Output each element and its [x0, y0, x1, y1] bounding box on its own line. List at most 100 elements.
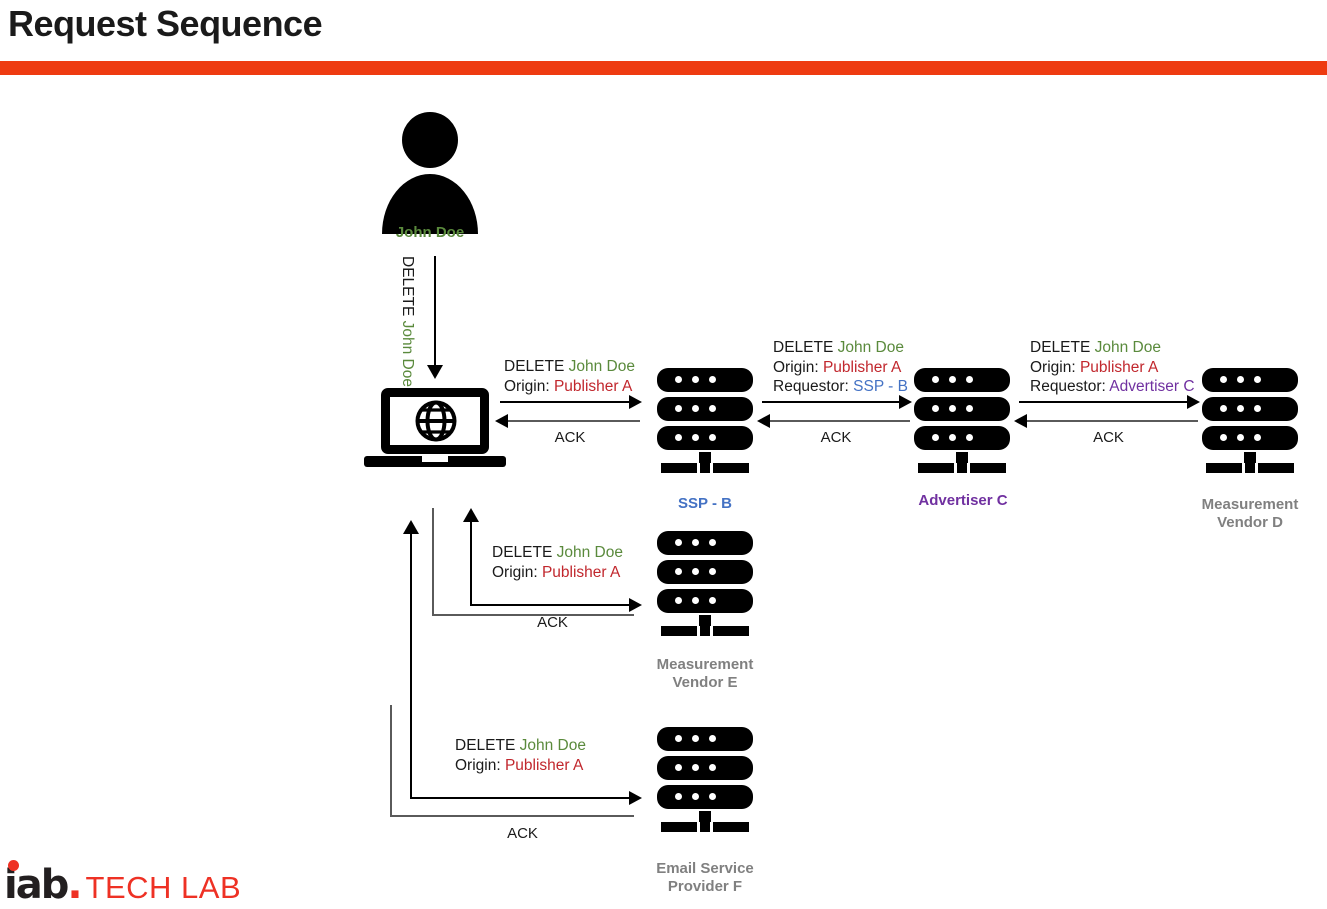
- server-bay-icon: [914, 368, 1010, 392]
- node-john-doe: [382, 112, 478, 240]
- arrow-vendor-d-ack-head: [1014, 414, 1027, 428]
- server-base-icon: [957, 463, 967, 473]
- message-subject: John Doe: [556, 544, 623, 561]
- title-underline-bar: [0, 61, 1327, 75]
- message-origin-value: Publisher A: [822, 358, 902, 376]
- ack-label-advertiser: ACK: [820, 429, 852, 446]
- arrow-user-to-laptop-line: [434, 256, 436, 366]
- server-base-icon: [1245, 463, 1255, 473]
- server-base-icon: [661, 463, 697, 473]
- server-bay-icon: [1202, 426, 1298, 450]
- message-verb: DELETE: [773, 339, 834, 356]
- server-base-icon: [970, 463, 1006, 473]
- arrow-ssp-ack-line: [500, 420, 640, 422]
- message-requestor-value: Advertiser C: [1109, 378, 1195, 395]
- arrow-vendor-e-request-arrowhead: [629, 598, 642, 612]
- message-origin-value: Publisher A: [1079, 358, 1159, 376]
- server-bay-icon: [657, 589, 753, 613]
- server-base-icon: [661, 822, 697, 832]
- arrow-esp-f-request-head: [403, 520, 419, 534]
- server-base-icon: [661, 626, 697, 636]
- arrow-esp-f-ack-line: [390, 815, 634, 817]
- server-bay-icon: [657, 531, 753, 555]
- laptop-notch-icon: [422, 456, 448, 462]
- node-advertiser-c: [914, 368, 1010, 476]
- server-base-icon: [713, 626, 749, 636]
- message-ssp-to-advertiser: DELETE John Doe Origin: Publisher A Requ…: [773, 338, 908, 397]
- server-bay-icon: [657, 560, 753, 584]
- server-bay-icon: [1202, 368, 1298, 392]
- ack-label-esp-f: ACK: [507, 825, 538, 842]
- message-verb: DELETE: [399, 256, 416, 317]
- arrow-esp-f-ack-vline: [390, 705, 392, 816]
- server-bay-icon: [657, 397, 753, 421]
- arrow-advertiser-ack-line: [762, 420, 910, 422]
- arrow-ssp-to-advertiser-head: [899, 395, 912, 409]
- server-stand-icon: [699, 811, 711, 822]
- server-bay-icon: [657, 368, 753, 392]
- server-stand-icon: [1244, 452, 1256, 463]
- message-origin-key: Origin:: [773, 358, 819, 376]
- message-laptop-to-ssp: DELETE John Doe Origin: Publisher A: [504, 357, 635, 396]
- message-verb: DELETE: [1030, 339, 1091, 356]
- arrow-advertiser-to-vendor-d-head: [1187, 395, 1200, 409]
- node-label-esp-f: Email Service Provider F: [656, 860, 754, 895]
- message-verb: DELETE: [492, 544, 553, 561]
- page-title: Request Sequence: [8, 3, 323, 44]
- message-advertiser-to-vendor-d: DELETE John Doe Origin: Publisher A Requ…: [1030, 338, 1195, 397]
- message-user-to-laptop: DELETE John Doe: [398, 256, 416, 387]
- message-subject: John Doe: [399, 320, 416, 387]
- arrow-vendor-e-request-head: [463, 508, 479, 522]
- arrow-ssp-ack-head: [495, 414, 508, 428]
- node-laptop: [362, 388, 508, 472]
- message-origin-value: Publisher A: [553, 377, 633, 395]
- node-vendor-e: [657, 531, 753, 639]
- message-origin-key: Origin:: [455, 756, 501, 774]
- message-requestor-key: Requestor:: [1030, 378, 1106, 395]
- server-bay-icon: [657, 426, 753, 450]
- arrow-user-to-laptop-head: [427, 365, 443, 379]
- message-laptop-to-vendor-e: DELETE John Doe Origin: Publisher A: [492, 543, 623, 582]
- arrow-esp-f-request-arrowhead: [629, 791, 642, 805]
- message-requestor-key: Requestor:: [773, 378, 849, 395]
- person-head-icon: [402, 112, 458, 168]
- arrow-advertiser-to-vendor-d-line: [1019, 401, 1188, 403]
- logo-tech-lab-text: TECH LAB: [85, 870, 242, 905]
- server-stand-icon: [699, 452, 711, 463]
- server-bay-icon: [657, 785, 753, 809]
- server-stand-icon: [699, 615, 711, 626]
- logo-iab-text: iab: [4, 860, 69, 908]
- message-subject: John Doe: [1094, 339, 1161, 356]
- message-subject: John Doe: [568, 358, 635, 375]
- message-requestor-value: SSP - B: [853, 378, 908, 395]
- arrow-advertiser-ack-head: [757, 414, 770, 428]
- message-subject: John Doe: [837, 339, 904, 356]
- server-base-icon: [700, 463, 710, 473]
- arrow-vendor-e-request-vline: [470, 522, 472, 606]
- server-stand-icon: [956, 452, 968, 463]
- arrow-vendor-e-request-line: [470, 604, 630, 606]
- node-ssp-b: [657, 368, 753, 476]
- message-laptop-to-esp-f: DELETE John Doe Origin: Publisher A: [455, 736, 586, 775]
- server-bay-icon: [1202, 397, 1298, 421]
- node-label-vendor-e: Measurement Vendor E: [656, 656, 754, 691]
- server-base-icon: [700, 822, 710, 832]
- arrow-esp-f-request-vline: [410, 534, 412, 798]
- ack-label-ssp: ACK: [554, 429, 586, 446]
- arrow-laptop-to-ssp-head: [629, 395, 642, 409]
- server-base-icon: [1206, 463, 1242, 473]
- logo-red-period: .: [67, 862, 83, 908]
- node-label-advertiser-c: Advertiser C: [918, 492, 1008, 509]
- node-esp-f: [657, 727, 753, 835]
- node-label-vendor-d: Measurement Vendor D: [1201, 496, 1299, 531]
- server-bay-icon: [657, 727, 753, 751]
- message-origin-value: Publisher A: [504, 756, 584, 774]
- node-label-ssp-b: SSP - B: [678, 495, 732, 512]
- server-bay-icon: [914, 426, 1010, 450]
- message-subject: John Doe: [519, 737, 586, 754]
- message-origin-key: Origin:: [504, 377, 550, 395]
- message-verb: DELETE: [504, 358, 565, 375]
- iab-tech-lab-logo: iab.TECH LAB: [4, 860, 242, 908]
- server-base-icon: [700, 626, 710, 636]
- message-verb: DELETE: [455, 737, 516, 754]
